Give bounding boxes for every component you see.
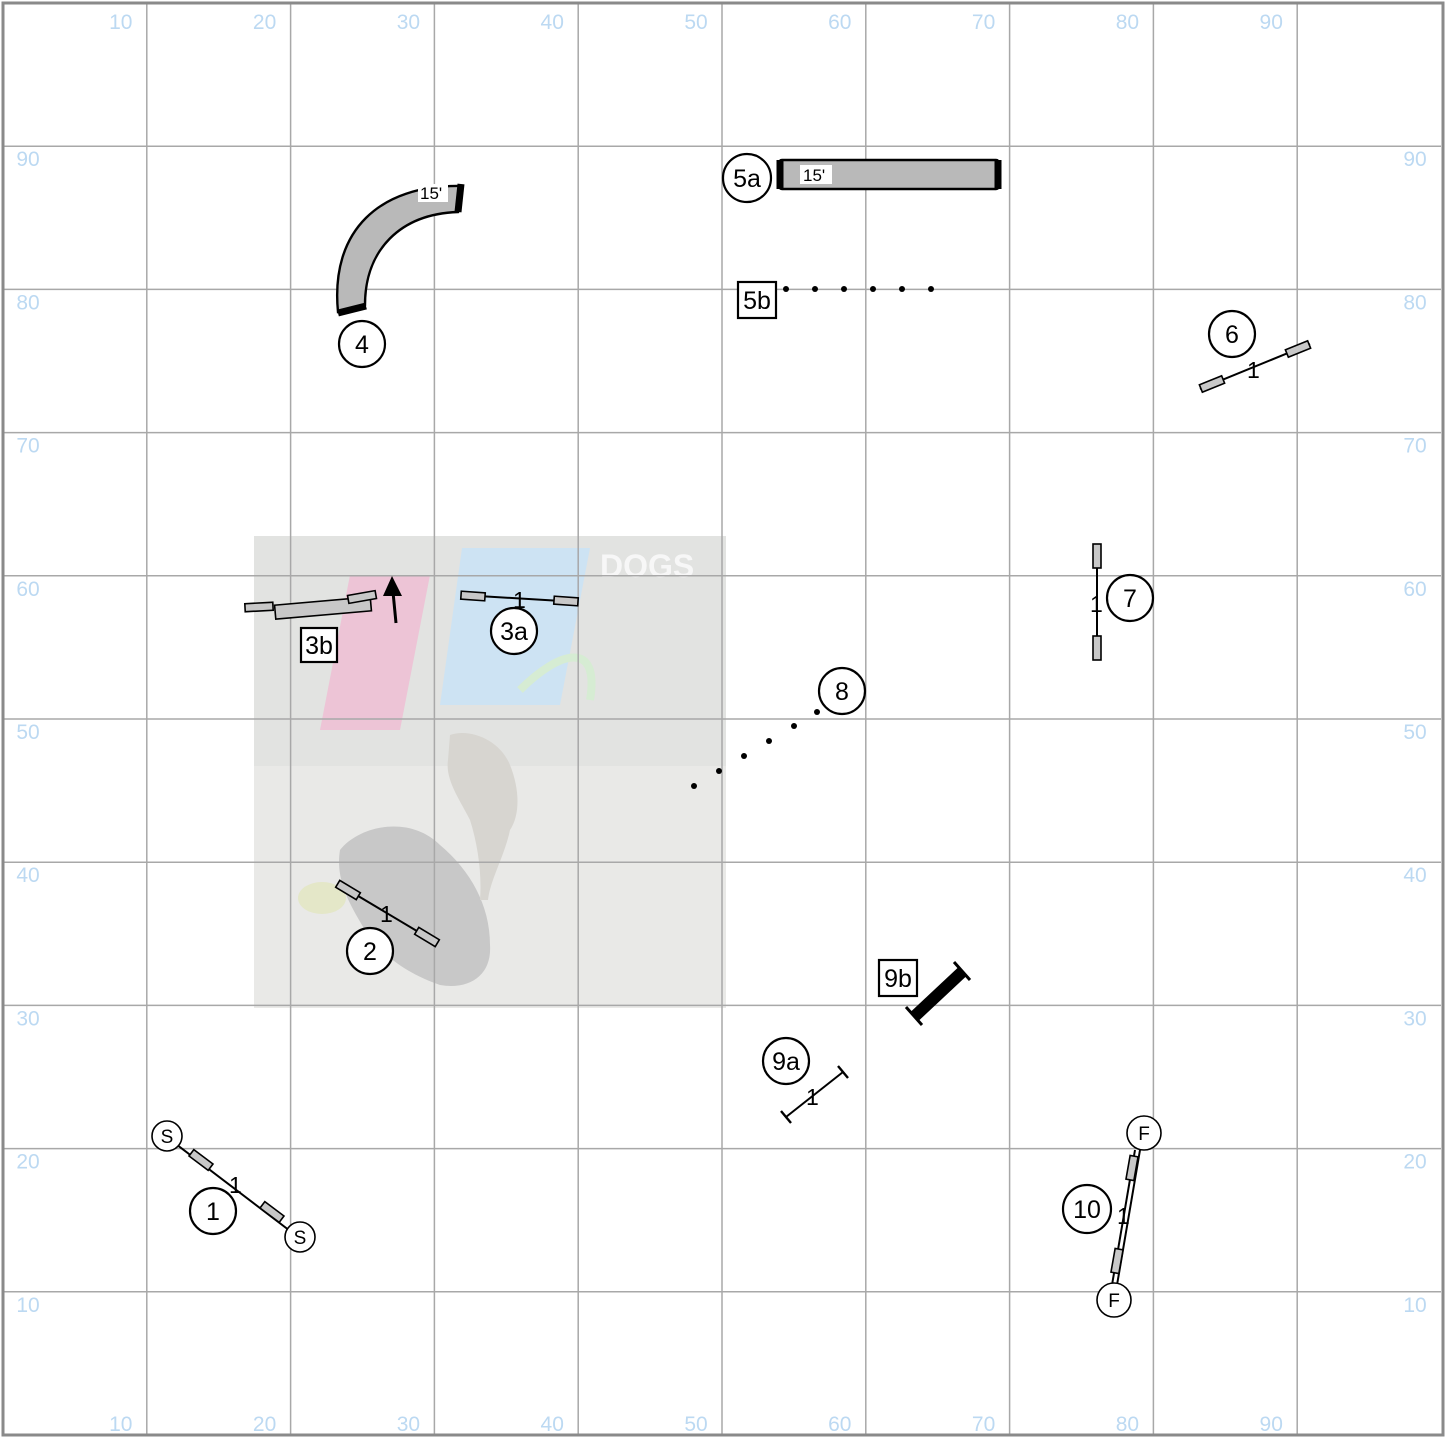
- obstacle-10-jump: 1 F F 10: [1063, 1116, 1161, 1317]
- x-axis-label-top: 50: [684, 11, 707, 34]
- obstacle-number: 5a: [733, 165, 761, 193]
- jump-wing: [1111, 1248, 1123, 1273]
- y-axis-label-left: 90: [16, 148, 39, 171]
- start-label: S: [161, 1127, 174, 1148]
- x-axis-label-bottom: 60: [828, 1413, 851, 1436]
- dot: [928, 286, 934, 292]
- obstacle-number: 2: [363, 938, 377, 966]
- bar-height-label: 1: [1247, 357, 1260, 383]
- y-axis-label-right: 10: [1403, 1294, 1426, 1317]
- y-axis-label-right: 20: [1403, 1151, 1426, 1174]
- watermark-brand-text: DOGS: [600, 548, 694, 584]
- obstacle-9b-panel: 9b: [879, 960, 970, 1025]
- obstacle-number: 1: [206, 1198, 220, 1226]
- panel-body: [915, 972, 962, 1016]
- x-axis-label-top: 70: [972, 11, 995, 34]
- obstacle-number: 7: [1123, 585, 1137, 613]
- y-axis-label-left: 20: [16, 1151, 39, 1174]
- obstacle-number: 4: [355, 331, 369, 359]
- bar-height-label: 1: [806, 1084, 819, 1110]
- dot: [841, 286, 847, 292]
- obstacle-5a-tunnel: 15' 5a: [723, 154, 999, 202]
- y-axis-label-right: 70: [1403, 435, 1426, 458]
- tunnel-end: [458, 184, 461, 212]
- tunnel-body: [337, 186, 460, 312]
- x-axis-label-bottom: 40: [541, 1413, 564, 1436]
- jump-wing: [1093, 636, 1101, 660]
- dot: [766, 738, 772, 744]
- dot: [741, 753, 747, 759]
- bar-height-label: 1: [1117, 1203, 1130, 1229]
- dot: [691, 783, 697, 789]
- x-axis-label-bottom: 20: [253, 1413, 276, 1436]
- x-axis-label-bottom: 80: [1116, 1413, 1139, 1436]
- x-axis-label-top: 20: [253, 11, 276, 34]
- x-axis-label-top: 10: [109, 11, 132, 34]
- y-axis-label-right: 50: [1403, 721, 1426, 744]
- y-axis-label-left: 70: [16, 435, 39, 458]
- start-label: S: [294, 1228, 307, 1249]
- x-axis-label-bottom: 70: [972, 1413, 995, 1436]
- obstacle-number: 3a: [500, 618, 528, 646]
- finish-label: F: [1138, 1124, 1150, 1145]
- y-axis-label-left: 40: [16, 864, 39, 887]
- jump-wing: [1285, 341, 1310, 357]
- x-axis-label-bottom: 30: [397, 1413, 420, 1436]
- dot: [812, 286, 818, 292]
- bar-height-label: 1: [380, 901, 393, 927]
- x-axis-label-top: 30: [397, 11, 420, 34]
- y-axis-label-right: 90: [1403, 148, 1426, 171]
- obstacle-number: 3b: [305, 632, 333, 660]
- x-axis-label-bottom: 50: [684, 1413, 707, 1436]
- y-axis-label-right: 30: [1403, 1007, 1426, 1030]
- dot: [791, 723, 797, 729]
- obstacle-number: 9a: [772, 1048, 800, 1076]
- x-axis-label-top: 80: [1116, 11, 1139, 34]
- dot: [783, 286, 789, 292]
- y-axis-label-left: 60: [16, 578, 39, 601]
- jump-wing: [461, 591, 485, 601]
- jump-wing: [554, 596, 578, 606]
- jump-wing: [1093, 544, 1101, 568]
- dot: [870, 286, 876, 292]
- jump-end-cap: [781, 1111, 791, 1123]
- obstacle-number: 6: [1225, 321, 1239, 349]
- bar-height-label: 1: [229, 1172, 242, 1198]
- jump-end-cap: [838, 1066, 848, 1078]
- obstacle-5b-dotted-line: 5b: [738, 282, 934, 318]
- jump-wing: [245, 602, 273, 611]
- dot: [716, 768, 722, 774]
- jump-wing: [1199, 376, 1224, 392]
- bar-height-label: 1: [1090, 591, 1103, 617]
- obstacle-number: 5b: [743, 287, 771, 315]
- y-axis-label-right: 40: [1403, 864, 1426, 887]
- finish-label: F: [1108, 1291, 1120, 1312]
- y-axis-label-right: 80: [1403, 291, 1426, 314]
- tunnel-length: 15': [803, 166, 825, 185]
- jump-wing: [189, 1150, 213, 1171]
- obstacle-4-tunnel: 15' 4: [337, 184, 461, 367]
- x-axis-label-bottom: 10: [109, 1413, 132, 1436]
- y-axis-label-left: 50: [16, 721, 39, 744]
- obstacle-7-jump: 1 7: [1090, 544, 1153, 660]
- x-axis-label-top: 60: [828, 11, 851, 34]
- dot: [899, 286, 905, 292]
- obstacle-number: 10: [1073, 1196, 1101, 1224]
- obstacle-number: 9b: [884, 965, 912, 993]
- y-axis-label-left: 10: [16, 1294, 39, 1317]
- x-axis-label-top: 90: [1260, 11, 1283, 34]
- x-axis-label-bottom: 90: [1260, 1413, 1283, 1436]
- y-axis-label-right: 60: [1403, 578, 1426, 601]
- tunnel-length: 15': [420, 184, 442, 203]
- y-axis-label-left: 80: [16, 291, 39, 314]
- y-axis-label-left: 30: [16, 1007, 39, 1030]
- obstacle-number: 8: [835, 678, 849, 706]
- obstacle-6-jump: 1 6: [1199, 311, 1310, 392]
- dot: [814, 709, 820, 715]
- obstacle-9a-jump: 1 9a: [763, 1038, 848, 1123]
- x-axis-label-top: 40: [541, 11, 564, 34]
